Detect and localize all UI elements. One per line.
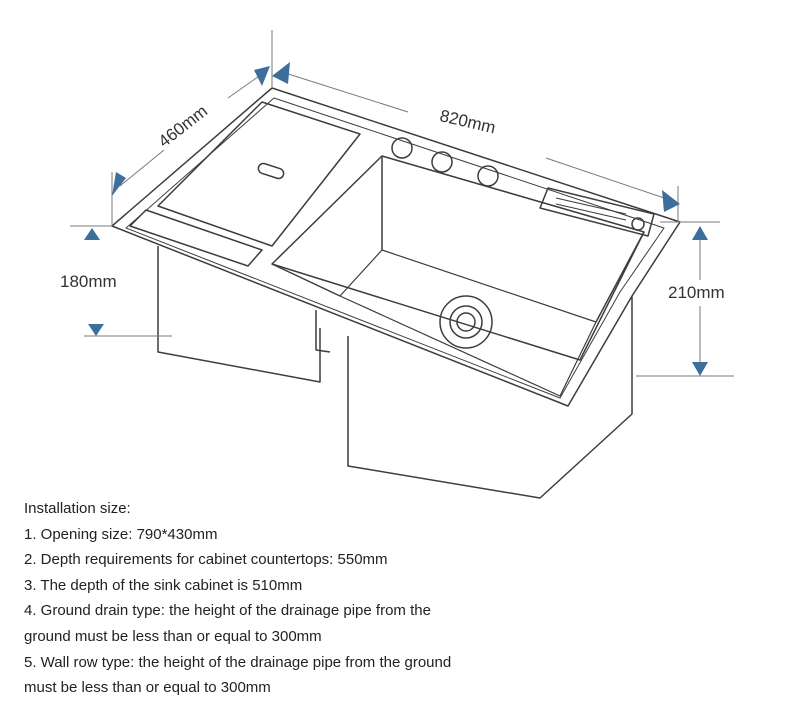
installation-line-5: 5. Wall row type: the height of the drai… [24, 653, 452, 671]
basin-edge-front [271, 263, 341, 297]
drainboard-slot [257, 162, 285, 180]
depth-arrow-bottom [112, 172, 126, 196]
depth-arrow-top [254, 66, 270, 86]
control-panel [539, 187, 655, 237]
sink-rim-outer [111, 87, 681, 407]
sink-drawing [111, 87, 681, 499]
installation-line-3: 3. The depth of the sink cabinet is 510m… [24, 576, 303, 594]
width-arrow-left [272, 62, 290, 84]
right-basin-body [347, 296, 633, 499]
installation-heading: Installation size: [24, 500, 131, 517]
installation-line-5-cont: must be less than or equal to 300mm [24, 679, 271, 697]
drain-outer [439, 295, 493, 349]
installation-line-2: 2. Depth requirements for cabinet counte… [24, 551, 388, 569]
left-basin-body [157, 246, 321, 383]
dimension-lines [70, 30, 734, 377]
sink-rim-inner [125, 97, 665, 399]
width-label: 820mm [438, 106, 498, 137]
width-dimension-line-right [545, 157, 671, 201]
control-panel-line-1 [555, 197, 627, 215]
basin-edge-right [595, 231, 645, 323]
dimension-arrows [84, 62, 708, 376]
front-ledge [129, 209, 263, 267]
drainboard [157, 101, 361, 247]
drain-inner [456, 312, 476, 332]
installation-line-1: 1. Opening size: 790*430mm [24, 525, 218, 543]
installation-line-4: 4. Ground drain type: the height of the … [24, 602, 431, 620]
sink-dimension-diagram: 820mm 460mm 180mm 210mm [60, 30, 734, 499]
depth-dimension-line-upper [227, 73, 263, 99]
control-panel-knob [631, 217, 645, 231]
main-basin-floor [339, 249, 597, 397]
depth-dimension-line-lower [119, 149, 165, 187]
installation-line-4-cont: ground must be less than or equal to 300… [24, 627, 322, 645]
divider-box [315, 310, 331, 353]
faucet-hole-1 [391, 137, 413, 159]
width-dimension-line-left [281, 71, 409, 113]
left-height-arrow-down [88, 324, 104, 336]
main-basin-opening [271, 155, 645, 361]
left-height-arrow-up [84, 228, 100, 240]
depth-label: 460mm [155, 101, 211, 151]
width-arrow-right [662, 190, 680, 212]
dimension-labels: 820mm 460mm 180mm 210mm [60, 101, 725, 302]
right-height-arrow-up [692, 226, 708, 240]
drain-middle [449, 305, 483, 339]
installation-notes: Installation size: 1. Opening size: 790*… [24, 496, 784, 701]
right-height-label: 210mm [668, 283, 725, 302]
faucet-hole-2 [431, 151, 453, 173]
left-height-label: 180mm [60, 272, 117, 291]
faucet-hole-3 [477, 165, 499, 187]
control-panel-line-2 [555, 203, 627, 221]
right-height-arrow-down [692, 362, 708, 376]
